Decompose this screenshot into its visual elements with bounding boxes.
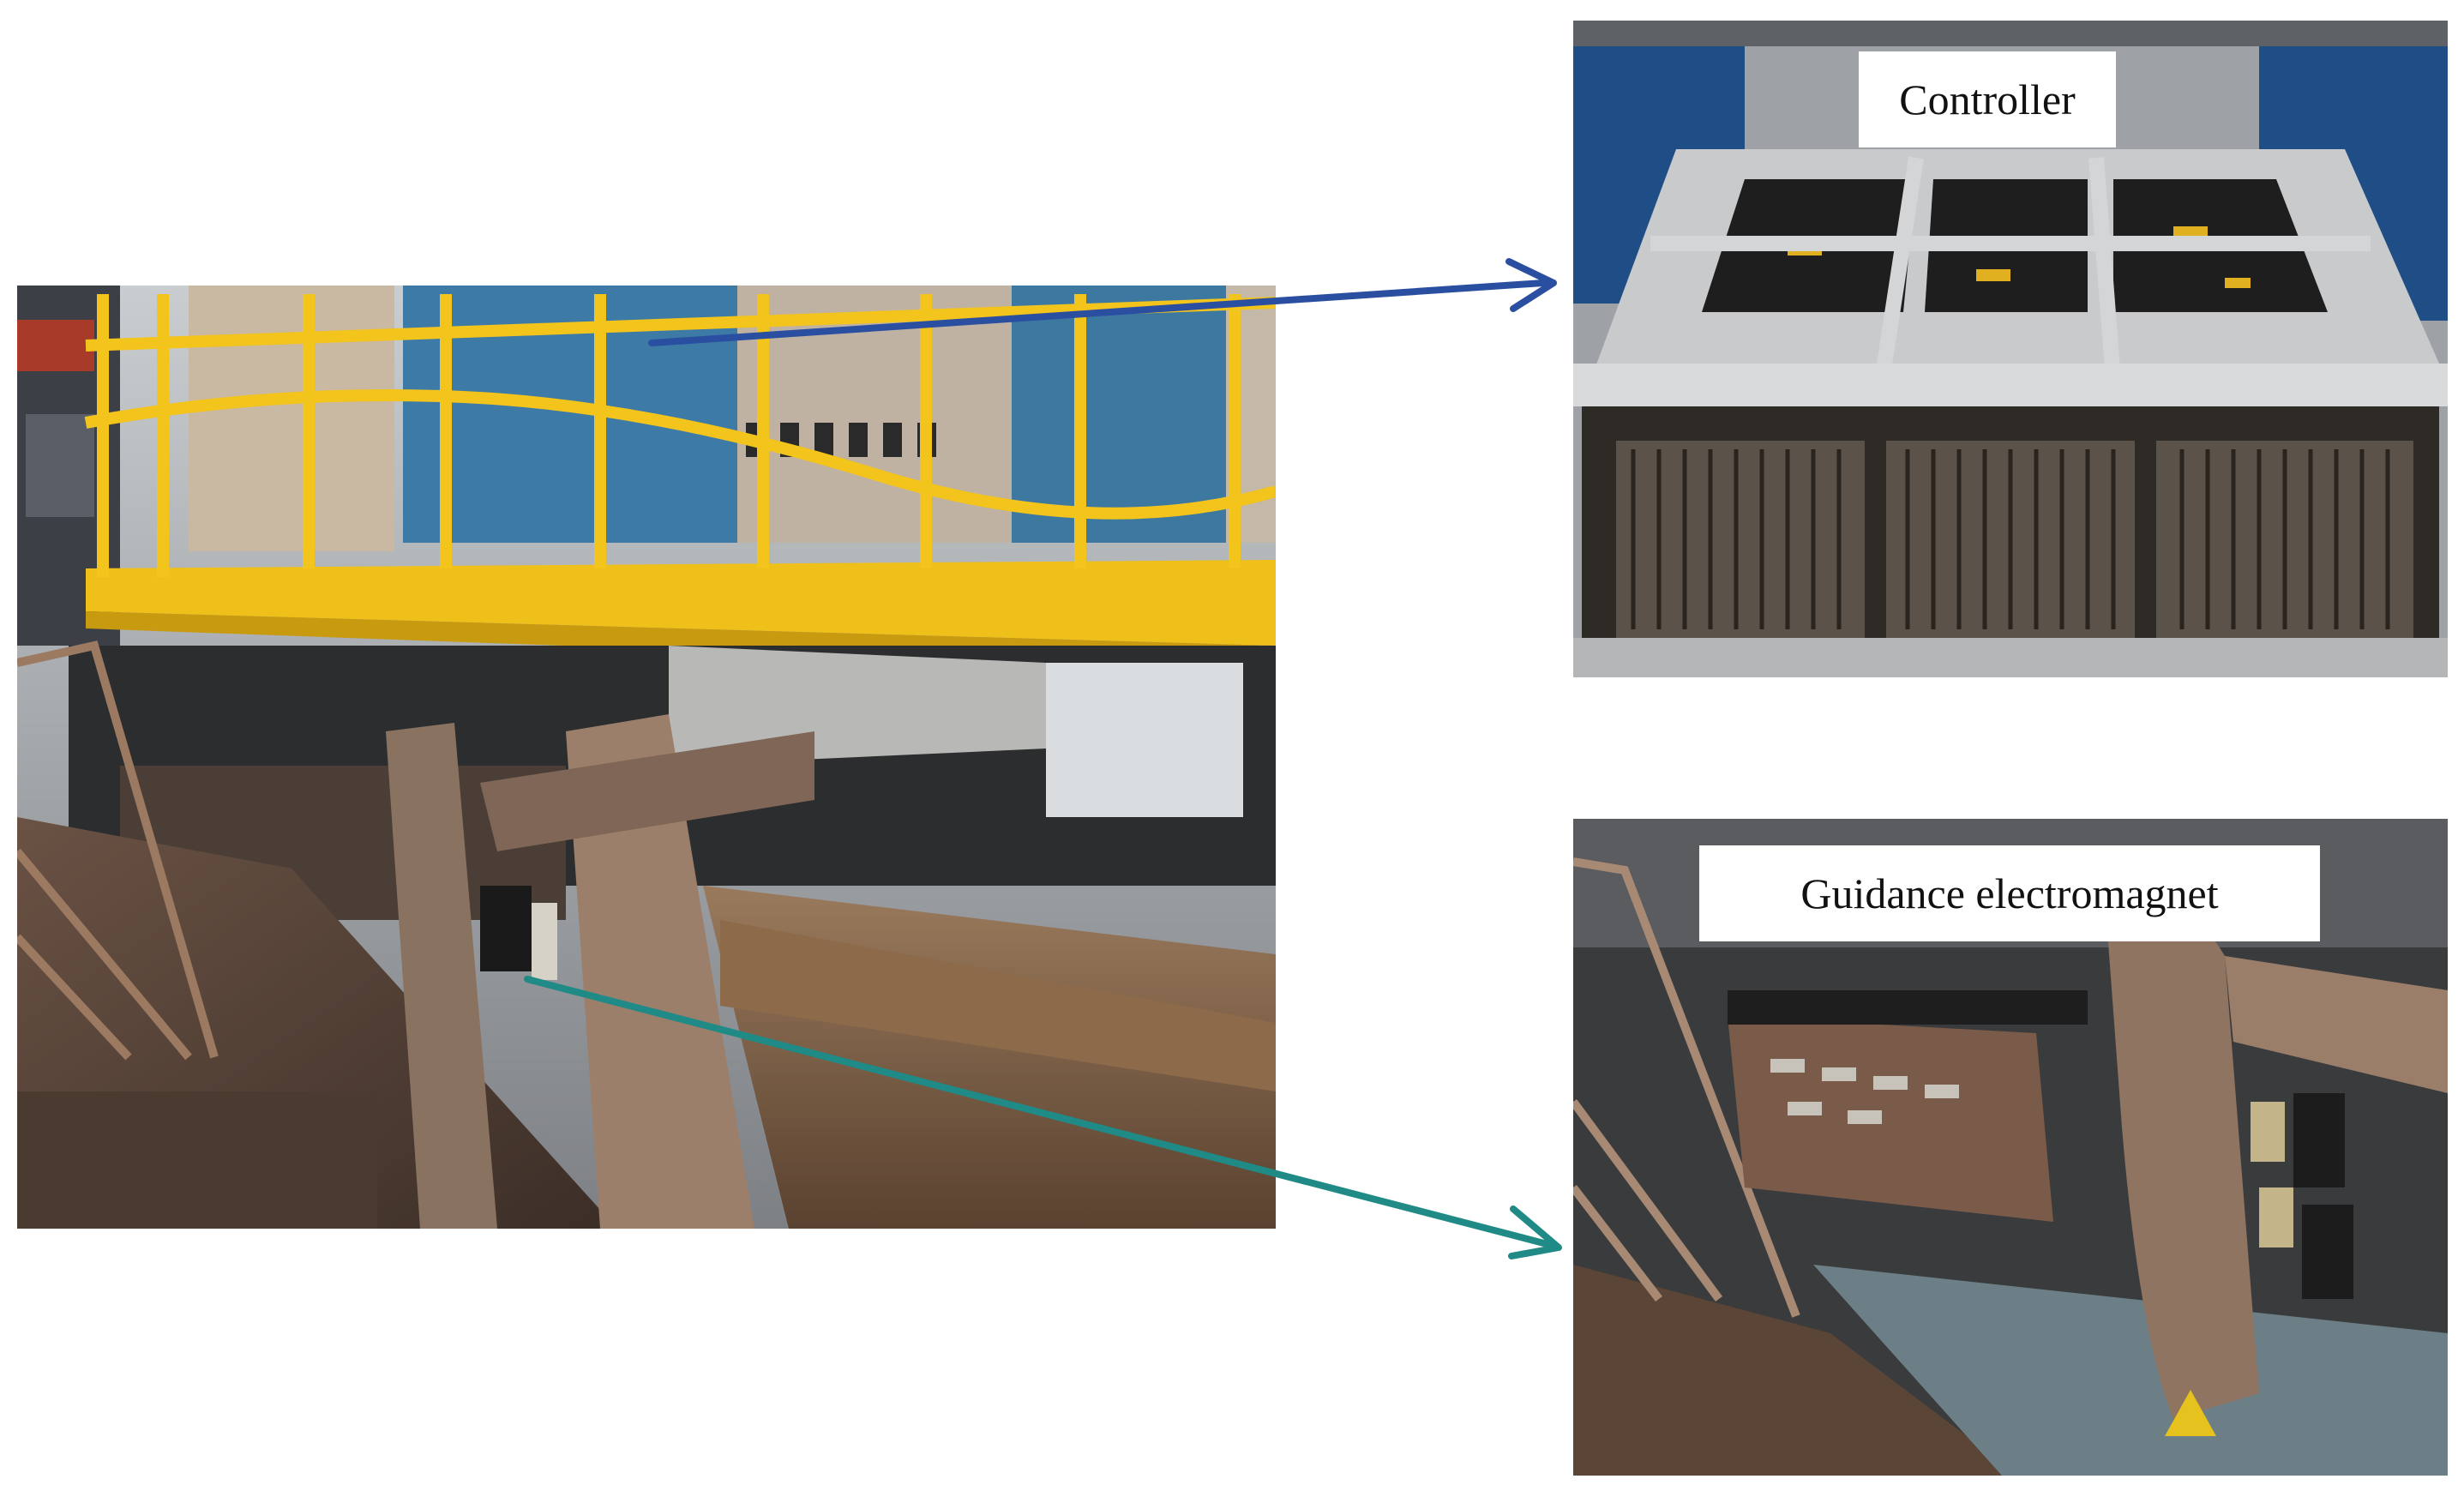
main-vehicle-photo — [17, 286, 1276, 1229]
guidance-electromagnet-label: Guidance electromagnet — [1699, 845, 2320, 941]
vehicle-chassis-image — [17, 286, 1276, 1229]
controller-image — [1573, 21, 2448, 677]
controller-label: Controller — [1859, 51, 2116, 147]
controller-photo — [1573, 21, 2448, 677]
